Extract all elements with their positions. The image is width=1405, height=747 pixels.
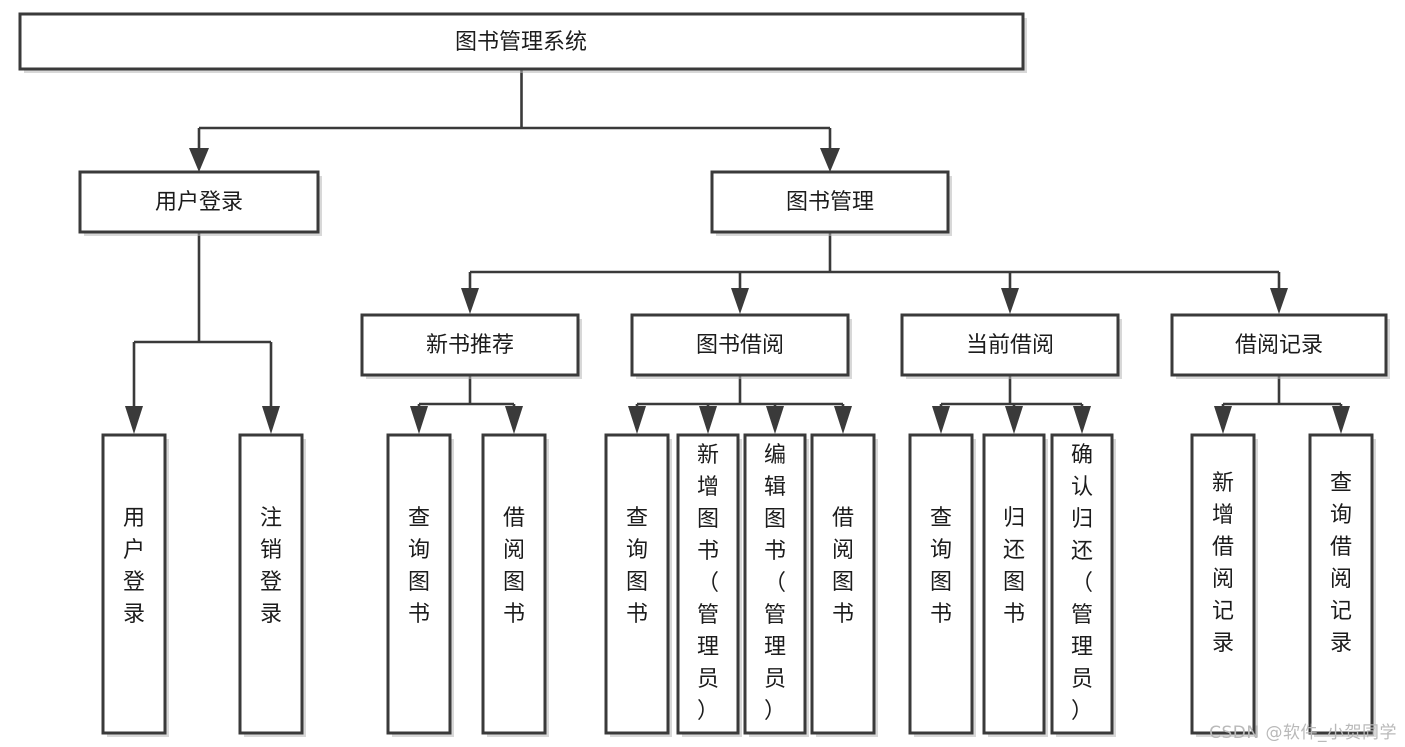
node-leaf-borrow-book-1-rect: [481, 433, 547, 735]
node-leaf-query-book-3-rect: [908, 433, 974, 735]
arrowhead-add-record: [1214, 406, 1232, 434]
node-borrow-record-label: 借阅记录: [1235, 333, 1323, 358]
node-leaf-user-login-label: 用户登录: [123, 506, 145, 627]
node-leaf-edit-book[interactable]: 编辑图书（管理员）: [743, 433, 809, 737]
node-leaf-query-book-2-rect: [604, 433, 670, 735]
node-root-label: 图书管理系统: [455, 30, 587, 55]
node-book-management-rect: [710, 170, 950, 234]
node-leaf-query-book-3-label: 查询图书: [930, 506, 952, 627]
node-current-borrow[interactable]: 当前借阅: [900, 313, 1122, 379]
node-leaf-borrow-book-2-label: 借阅图书: [832, 506, 854, 627]
arrowhead-borrow-record: [1270, 288, 1288, 314]
node-leaf-return-book-label: 归还图书: [1003, 506, 1025, 627]
node-leaf-edit-book-rect: [743, 433, 807, 735]
node-leaf-borrow-book-1[interactable]: 借阅图书: [481, 433, 549, 737]
node-leaf-add-record[interactable]: 新增借阅记录: [1190, 433, 1258, 737]
node-book-management[interactable]: 图书管理: [710, 170, 952, 236]
node-leaf-query-record-rect: [1308, 433, 1374, 735]
node-leaf-confirm-return-rect: [1050, 433, 1114, 735]
node-book-borrow[interactable]: 图书借阅: [630, 313, 852, 379]
node-leaf-borrow-book-1-label: 借阅图书: [503, 506, 525, 627]
arrowhead-new-book-rec: [461, 288, 479, 314]
node-user-login-label: 用户登录: [155, 190, 243, 215]
node-leaf-return-book-rect: [982, 433, 1046, 735]
arrowhead-current-borrow: [1001, 288, 1019, 314]
node-leaf-add-record-label: 新增借阅记录: [1212, 471, 1234, 656]
node-book-borrow-label: 图书借阅: [696, 333, 784, 358]
node-leaf-query-book-3[interactable]: 查询图书: [908, 433, 976, 737]
node-leaf-add-book-label: 新增图书（管理员）: [697, 443, 719, 724]
connectors-layer: [125, 69, 1350, 434]
csdn-watermark: CSDN @软件_小贺同学: [1209, 723, 1397, 743]
node-leaf-confirm-return[interactable]: 确认归还（管理员）: [1050, 433, 1116, 737]
arrowhead-borrow-book-1: [505, 406, 523, 434]
node-leaf-logout[interactable]: 注销登录: [238, 433, 306, 737]
node-book-management-label: 图书管理: [786, 190, 874, 215]
arrowhead-add-book: [699, 406, 717, 434]
node-leaf-add-book-rect: [676, 433, 740, 735]
arrowhead-confirm-return: [1073, 406, 1091, 434]
arrowhead-leaf-logout: [262, 406, 280, 434]
node-leaf-logout-label: 注销登录: [260, 506, 282, 627]
node-user-login-rect: [78, 170, 320, 234]
node-leaf-edit-book-label: 编辑图书（管理员）: [764, 443, 786, 724]
node-new-book-rec-label: 新书推荐: [426, 333, 514, 358]
node-new-book-rec-rect: [360, 313, 580, 377]
arrowhead-user-login: [189, 148, 209, 172]
arrowhead-return-book: [1005, 406, 1023, 434]
node-leaf-query-book-2[interactable]: 查询图书: [604, 433, 672, 737]
node-leaf-user-login[interactable]: 用户登录: [101, 433, 169, 737]
node-leaf-add-record-rect: [1190, 433, 1256, 735]
node-leaf-borrow-book-2[interactable]: 借阅图书: [810, 433, 878, 737]
node-leaf-user-login-rect: [101, 433, 167, 735]
node-leaf-query-record[interactable]: 查询借阅记录: [1308, 433, 1376, 737]
arrowhead-query-book-3: [932, 406, 950, 434]
node-leaf-query-record-label: 查询借阅记录: [1330, 471, 1352, 656]
node-new-book-rec[interactable]: 新书推荐: [360, 313, 582, 379]
arrowhead-edit-book: [766, 406, 784, 434]
node-leaf-query-book-1-rect: [386, 433, 452, 735]
node-borrow-record-rect: [1170, 313, 1388, 377]
arrowhead-query-book-1: [410, 406, 428, 434]
node-leaf-add-book[interactable]: 新增图书（管理员）: [676, 433, 742, 737]
arrowhead-book-borrow: [731, 288, 749, 314]
node-leaf-confirm-return-label: 确认归还（管理员）: [1071, 443, 1093, 724]
node-root[interactable]: 图书管理系统: [18, 12, 1027, 73]
node-leaf-query-book-1[interactable]: 查询图书: [386, 433, 454, 737]
node-current-borrow-label: 当前借阅: [966, 333, 1054, 358]
node-leaf-return-book[interactable]: 归还图书: [982, 433, 1048, 737]
node-book-borrow-rect: [630, 313, 850, 377]
arrowhead-query-book-2: [628, 406, 646, 434]
node-leaf-borrow-book-2-rect: [810, 433, 876, 735]
node-leaf-query-book-1-label: 查询图书: [408, 506, 430, 627]
arrowhead-query-record: [1332, 406, 1350, 434]
node-current-borrow-rect: [900, 313, 1120, 377]
node-leaf-query-book-2-label: 查询图书: [626, 506, 648, 627]
arrowhead-book-management: [820, 148, 840, 172]
arrowhead-borrow-book-2: [834, 406, 852, 434]
node-user-login[interactable]: 用户登录: [78, 170, 322, 236]
node-root-rect: [18, 12, 1025, 71]
node-leaf-logout-rect: [238, 433, 304, 735]
node-borrow-record[interactable]: 借阅记录: [1170, 313, 1390, 379]
arrowhead-leaf-user-login: [125, 406, 143, 434]
